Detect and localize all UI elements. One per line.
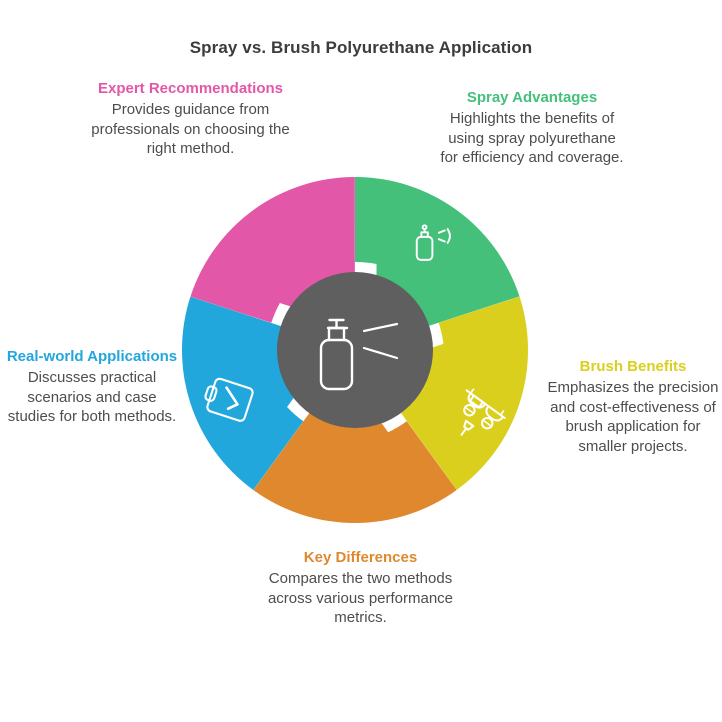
callout-real-world-applications-body: Discusses practical scenarios and case s… — [7, 368, 177, 426]
callout-spray-advantages-body: Highlights the benefits of using spray p… — [440, 109, 624, 167]
clipboard-check-icon — [204, 377, 254, 422]
segment-key-differences-shape[interactable] — [233, 366, 457, 587]
callout-key-differences-title: Key Differences — [303, 549, 418, 566]
callout-brush-benefits: Brush Benefits Emphasizes the precision … — [545, 358, 721, 457]
page-title: Spray vs. Brush Polyurethane Application — [189, 38, 533, 57]
callout-spray-advantages: Spray Advantages Highlights the benefits… — [438, 89, 626, 168]
callout-key-differences: Key Differences Compares the two methods… — [258, 549, 463, 628]
spray-bottle-icon — [415, 224, 451, 261]
callout-real-world-applications-title: Real-world Applications — [6, 348, 178, 365]
people-meeting-icon — [460, 388, 506, 436]
callout-brush-benefits-title: Brush Benefits — [579, 358, 687, 375]
callout-real-world-applications: Real-world Applications Discusses practi… — [6, 348, 178, 427]
callout-expert-recommendations: Expert Recommendations Provides guidance… — [88, 80, 293, 159]
donut-wheel-diagram — [169, 164, 541, 536]
callout-key-differences-body: Compares the two methods across various … — [267, 569, 454, 627]
spray-bottle-icon-center — [319, 318, 399, 391]
callout-spray-advantages-title: Spray Advantages — [466, 89, 598, 106]
center-hub-circle[interactable] — [277, 272, 433, 428]
callout-expert-recommendations-title: Expert Recommendations — [97, 80, 284, 97]
callout-brush-benefits-body: Emphasizes the precision and cost-effect… — [547, 378, 719, 456]
segment-brush-benefits-shape[interactable] — [373, 296, 570, 501]
callout-expert-recommendations-body: Provides guidance from professionals on … — [91, 100, 290, 158]
